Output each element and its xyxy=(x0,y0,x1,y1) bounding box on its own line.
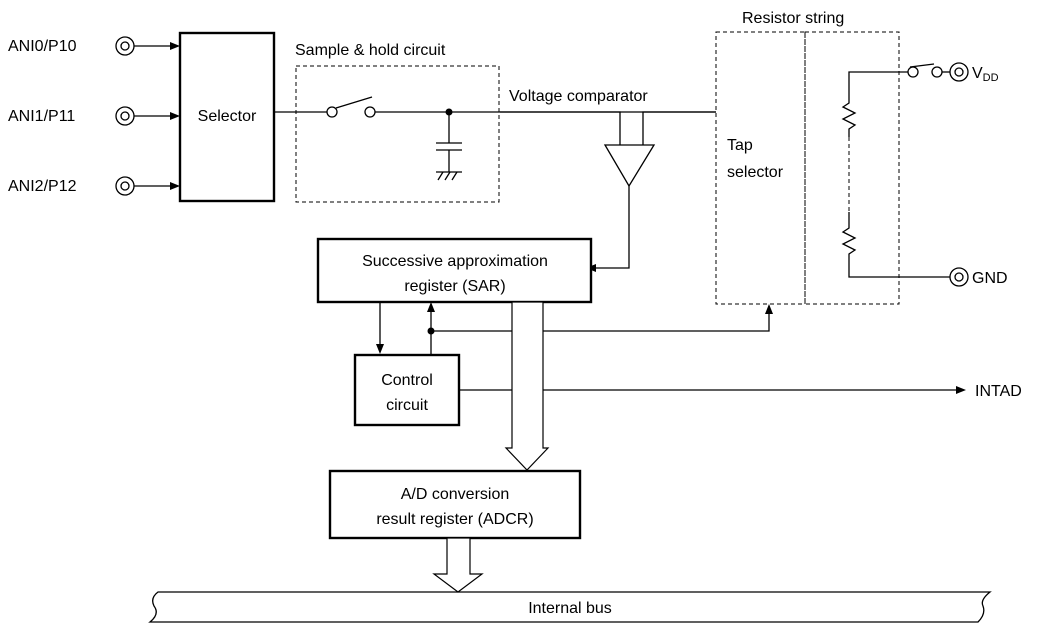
ground-hatch xyxy=(451,171,458,181)
pin-terminal-icon xyxy=(949,62,969,82)
resistor-icon xyxy=(841,95,857,137)
internal-bus xyxy=(148,591,992,623)
comparator-icon xyxy=(603,144,656,188)
resistor-top-wire xyxy=(848,71,908,95)
sar-block xyxy=(316,237,593,304)
switch-arm xyxy=(909,63,935,68)
pin-terminal-icon xyxy=(115,36,135,56)
sar-label-line1: Successive approximation xyxy=(362,253,548,270)
pin-terminal-icon xyxy=(115,176,135,196)
data-bus-arrow-icon xyxy=(504,301,550,471)
arrow-head-icon xyxy=(170,112,180,120)
voltage-comparator-label: Voltage comparator xyxy=(509,88,648,105)
ground-icon xyxy=(436,171,462,181)
capacitor-icon xyxy=(436,112,462,172)
bus-output-arrow-icon xyxy=(432,537,484,593)
ground-hatch xyxy=(444,171,451,181)
sample-hold-boundary xyxy=(295,65,500,203)
switch-contact xyxy=(364,106,376,118)
sar-label-line2: register (SAR) xyxy=(404,278,505,295)
comparator-output-wire xyxy=(592,186,630,269)
pin-terminal-inner xyxy=(120,181,130,191)
ground-hatch xyxy=(437,171,444,181)
arrow-head-icon xyxy=(956,386,966,394)
arrow-head-icon xyxy=(427,302,435,312)
tap-selector-label-line1: Tap xyxy=(727,137,753,154)
comparator-ref-wire xyxy=(642,111,716,145)
adcr-label-line2: result register (ADCR) xyxy=(376,511,533,528)
intad-label: INTAD xyxy=(975,383,1022,400)
arrow-head-icon xyxy=(376,344,384,354)
pin-terminal-inner xyxy=(954,272,964,282)
pin-terminal-inner xyxy=(954,67,964,77)
resistor-string-boundary xyxy=(804,31,900,305)
arrow-head-icon xyxy=(765,304,773,314)
resistor-bottom-wire xyxy=(848,264,950,278)
input-label-ani1: ANI1/P11 xyxy=(8,108,75,125)
control-to-tap-wire xyxy=(431,312,770,332)
switch-arm xyxy=(335,96,373,109)
vdd-label-main: V xyxy=(972,65,983,82)
selector-block xyxy=(178,31,276,203)
resistor-string-label: Resistor string xyxy=(742,10,844,27)
adcr-block xyxy=(328,469,582,540)
selector-label: Selector xyxy=(198,108,257,125)
resistor-icon xyxy=(841,212,857,264)
input-label-ani0: ANI0/P10 xyxy=(8,38,77,55)
vdd-label: VDD xyxy=(972,65,999,84)
input-pin-ani1: ANI1/P11 xyxy=(8,106,180,126)
input-pin-ani0: ANI0/P10 xyxy=(8,36,180,56)
control-label-line1: Control xyxy=(381,372,433,389)
switch-icon xyxy=(326,96,376,118)
pin-terminal-icon xyxy=(115,106,135,126)
switch-contact xyxy=(907,66,919,78)
control-label-line2: circuit xyxy=(386,397,428,414)
arrow-head-icon xyxy=(170,182,180,190)
sample-hold-label: Sample & hold circuit xyxy=(295,42,446,59)
pin-terminal-inner xyxy=(120,41,130,51)
vdd-label-subscript: DD xyxy=(983,72,999,84)
internal-bus-label: Internal bus xyxy=(528,600,612,617)
gnd-label: GND xyxy=(972,270,1008,287)
pin-terminal-inner xyxy=(120,111,130,121)
pin-terminal-icon xyxy=(949,267,969,287)
comparator-input-wire xyxy=(500,111,621,145)
vdd-switch-icon xyxy=(907,63,943,78)
adcr-label-line1: A/D conversion xyxy=(401,486,510,503)
input-pin-ani2: ANI2/P12 xyxy=(8,176,180,196)
switch-contact xyxy=(326,106,338,118)
tap-selector-label-line2: selector xyxy=(727,164,784,181)
arrow-head-icon xyxy=(170,42,180,50)
switch-contact xyxy=(931,66,943,78)
control-block xyxy=(353,353,461,427)
input-label-ani2: ANI2/P12 xyxy=(8,178,77,195)
